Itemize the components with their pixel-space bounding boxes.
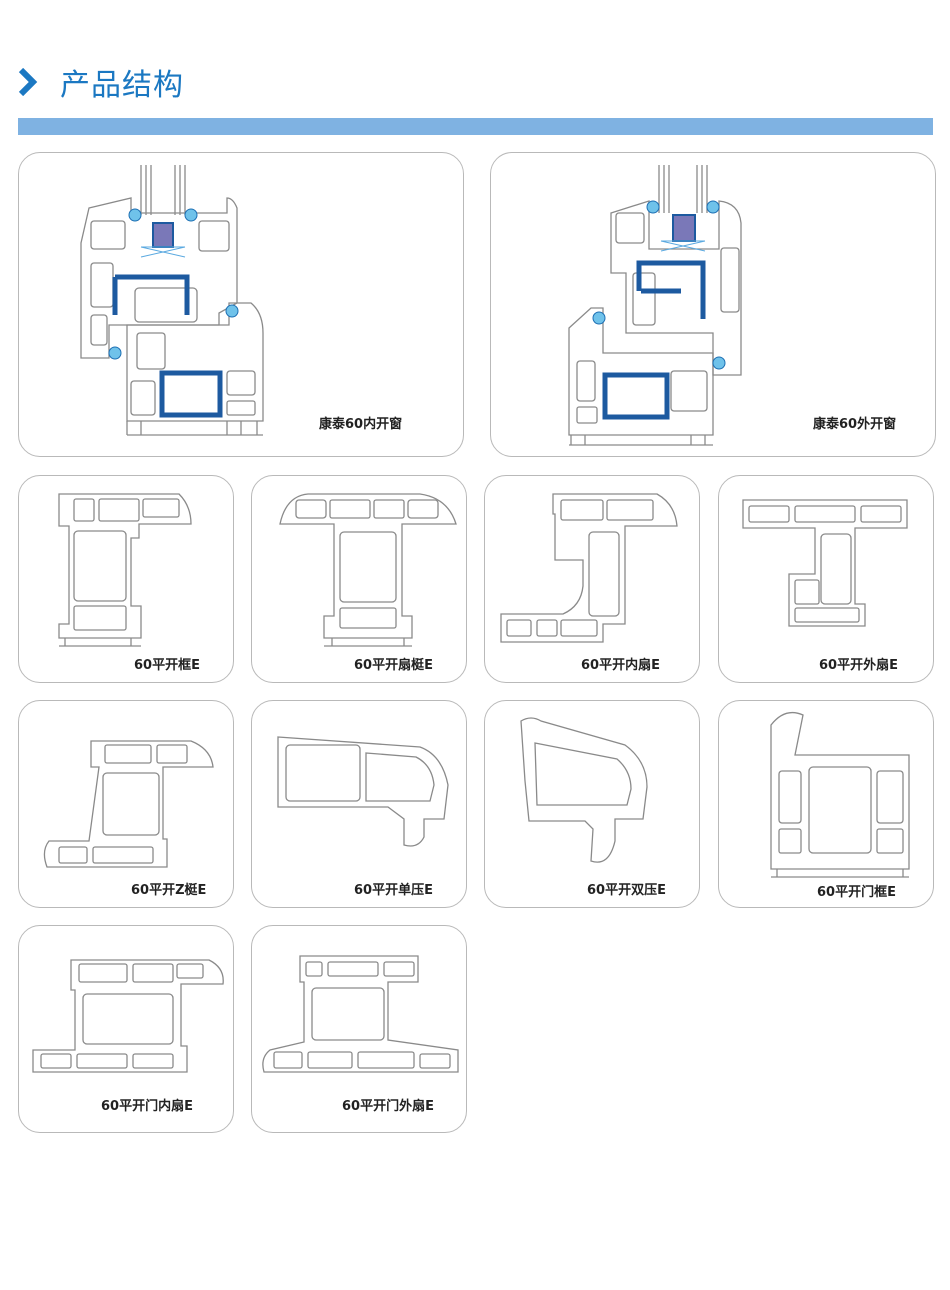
profile-card-single-bead: 60平开单压E (251, 700, 467, 908)
section-header: 产品结构 (18, 62, 184, 103)
profile-label: 60平开框E (134, 657, 200, 673)
page-title: 产品结构 (60, 68, 184, 103)
profile-card-outward-sash: 60平开外扇E (718, 475, 934, 683)
sash-mullion-profile-drawing: 60平开扇梃E (279, 493, 457, 673)
door-outward-sash-profile-drawing: 60平开门外扇E (262, 955, 459, 1114)
profile-card-double-bead: 60平开双压E (484, 700, 700, 908)
assembly-label: 康泰60内开窗 (319, 416, 402, 432)
assembly-card-outward-window: 康泰60外开窗 (490, 152, 936, 457)
casement-frame-profile-drawing: 60平开框E (58, 493, 200, 673)
profile-label: 60平开单压E (354, 882, 433, 898)
inward-sash-profile-drawing: 60平开内扇E (500, 493, 678, 673)
profile-card-z-mullion: 60平开Z梃E (18, 700, 234, 908)
profile-card-casement-frame: 60平开框E (18, 475, 234, 683)
profile-card-door-frame: 60平开门框E (718, 700, 934, 908)
profile-label: 60平开门框E (817, 884, 896, 900)
z-mullion-profile-drawing: 60平开Z梃E (43, 740, 214, 898)
door-inward-sash-profile-drawing: 60平开门内扇E (32, 959, 224, 1114)
header-divider-bar (18, 118, 933, 135)
profile-label: 60平开外扇E (819, 657, 898, 673)
profile-card-door-inward-sash: 60平开门内扇E (18, 925, 234, 1133)
outward-sash-profile-drawing: 60平开外扇E (742, 499, 908, 673)
profile-label: 60平开扇梃E (354, 657, 433, 673)
profile-label: 60平开门内扇E (101, 1098, 193, 1114)
door-frame-profile-drawing: 60平开门框E (770, 711, 910, 900)
profile-label: 60平开双压E (587, 883, 666, 898)
profile-card-door-outward-sash: 60平开门外扇E (251, 925, 467, 1133)
single-bead-profile-drawing: 60平开单压E (277, 736, 449, 898)
profile-card-sash-mullion: 60平开扇梃E (251, 475, 467, 683)
profile-label: 60平开内扇E (581, 657, 660, 673)
profile-label: 60平开Z梃E (131, 882, 206, 898)
inward-window-section-drawing: 康泰60内开窗 (80, 165, 402, 436)
outward-window-section-drawing: 康泰60外开窗 (568, 165, 896, 446)
profile-card-inward-sash: 60平开内扇E (484, 475, 700, 683)
assembly-card-inward-window: 康泰60内开窗 (18, 152, 464, 457)
assembly-label: 康泰60外开窗 (813, 416, 896, 432)
profile-label: 60平开门外扇E (342, 1098, 434, 1114)
chevron-right-icon (18, 68, 38, 96)
double-bead-profile-drawing: 60平开双压E (520, 717, 666, 898)
